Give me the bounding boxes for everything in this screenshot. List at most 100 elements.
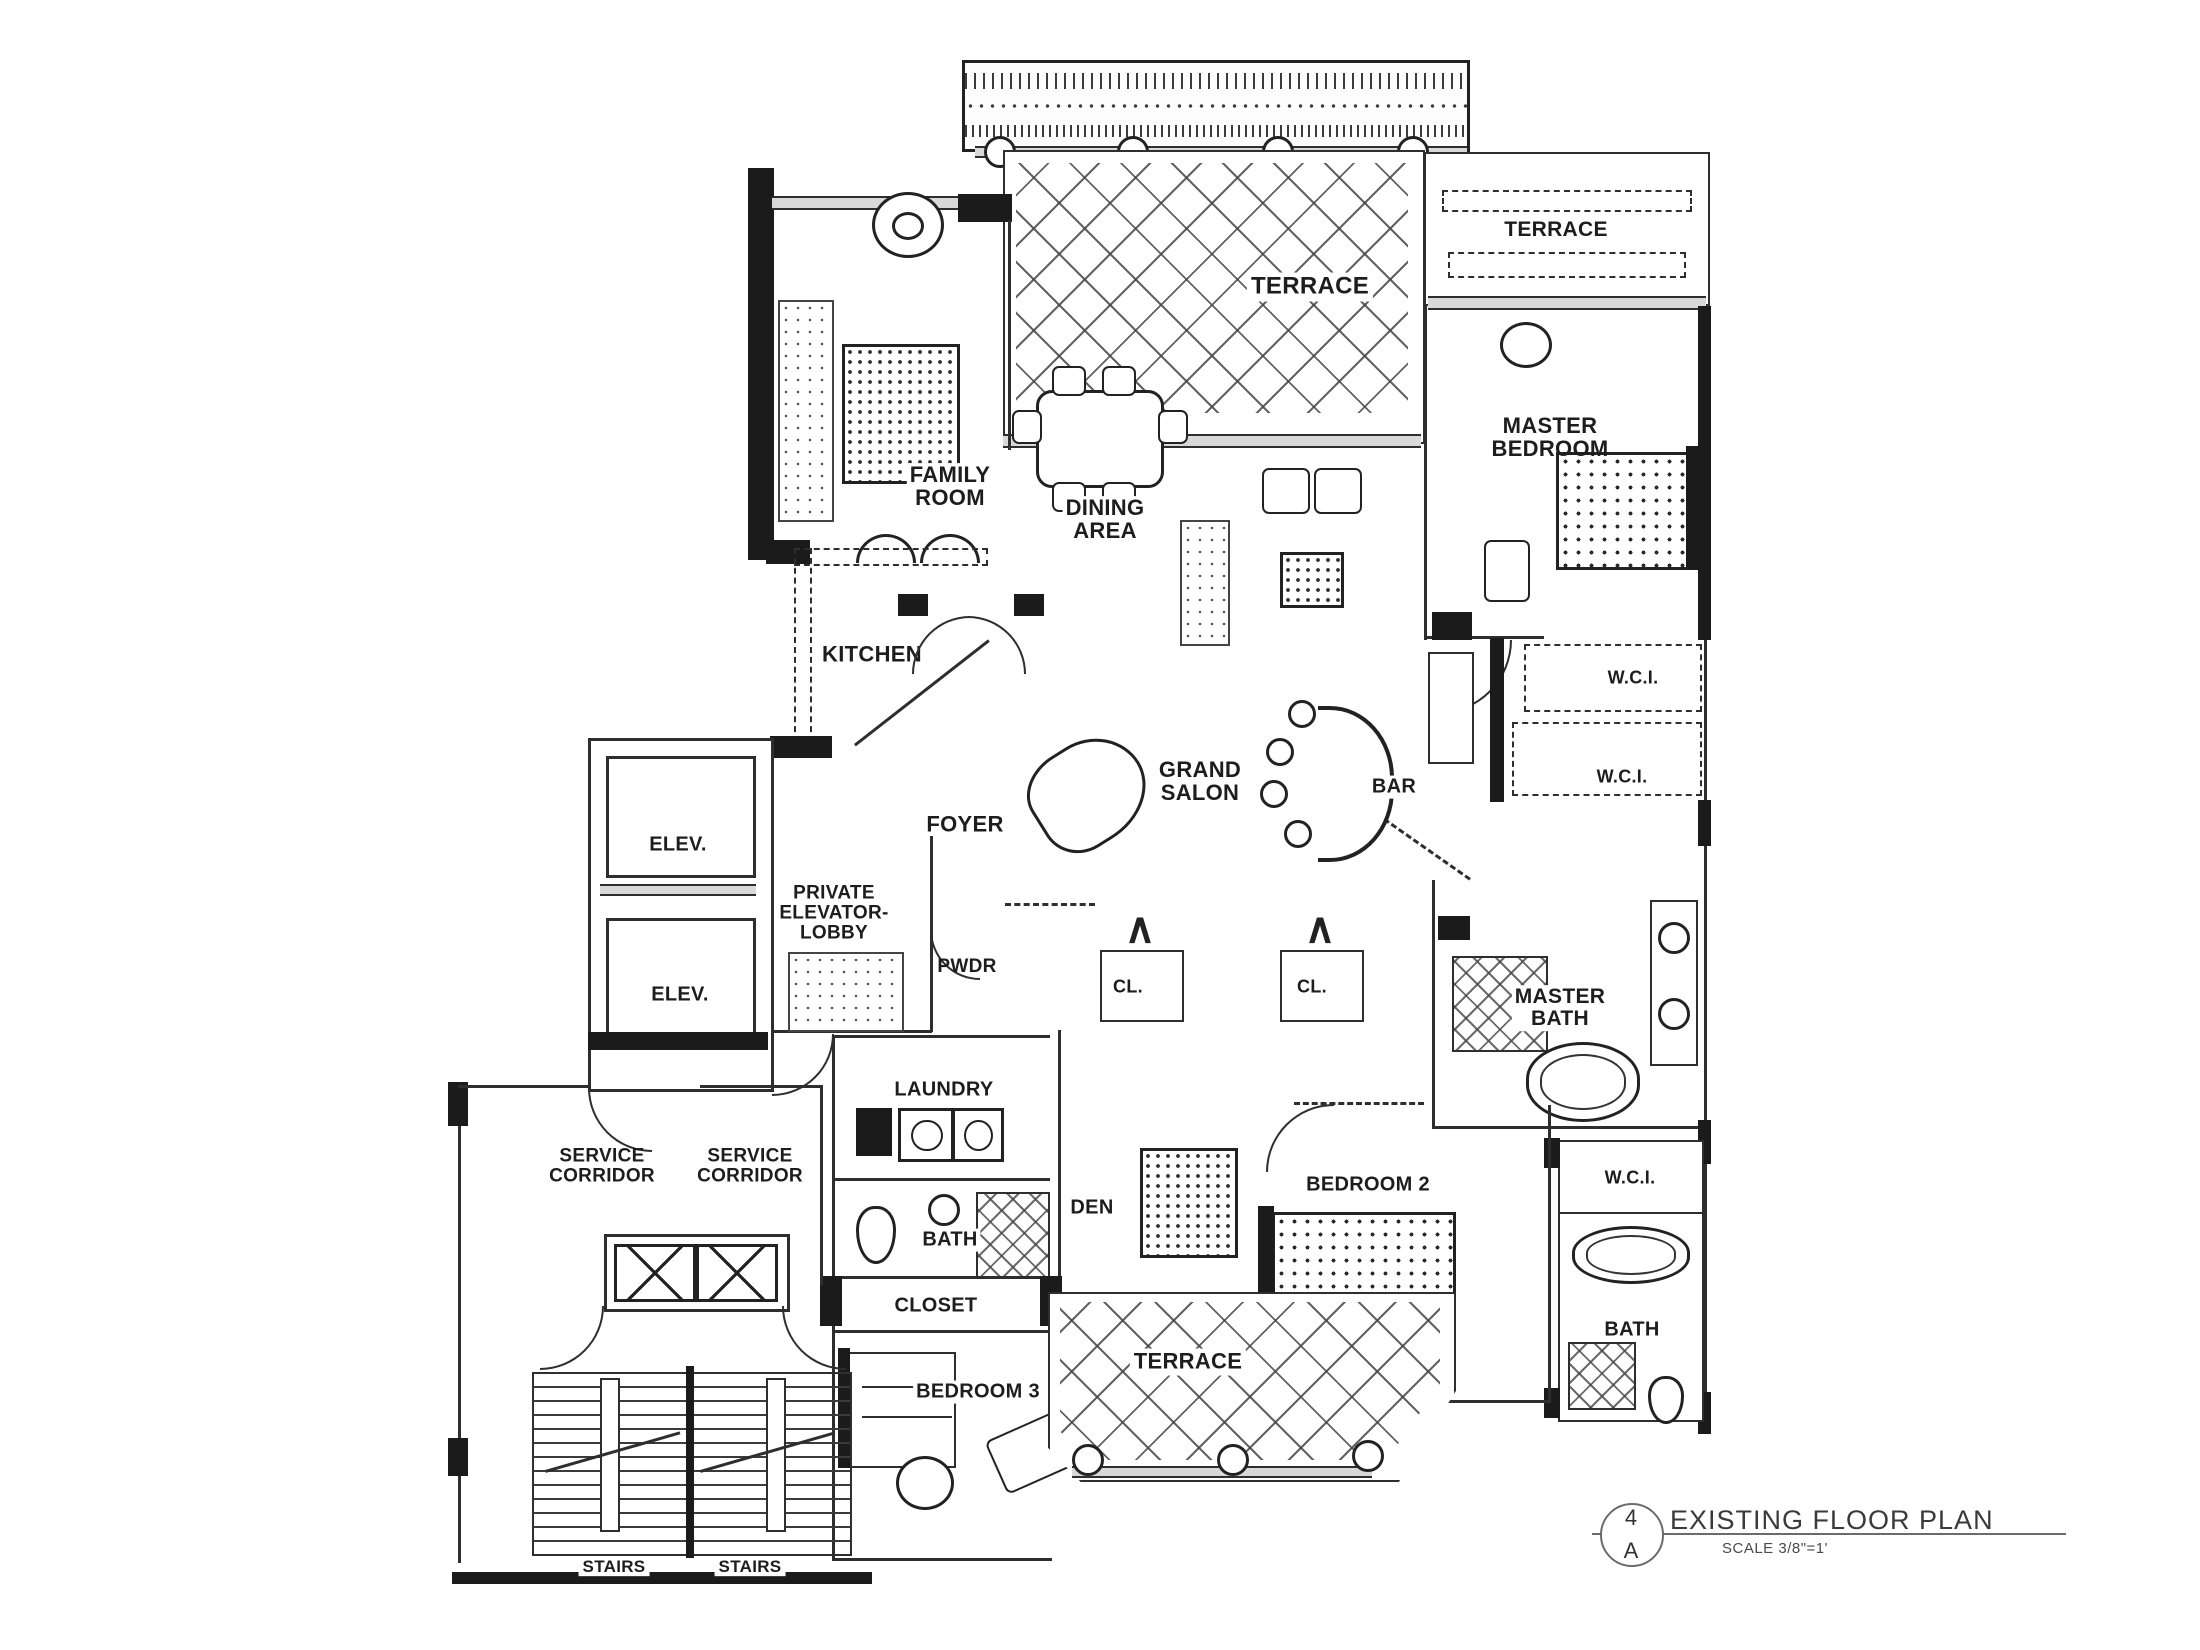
den-west-wall	[1058, 1030, 1061, 1302]
family-console	[778, 300, 834, 522]
room-label-service-corridor-1: SERVICE CORRIDOR	[549, 1145, 655, 1186]
vanity-sink	[1658, 922, 1690, 954]
column	[1072, 1444, 1104, 1476]
room-label-elevator-1: ELEV.	[646, 833, 710, 857]
closet-door-icon: ∧	[1124, 904, 1156, 952]
wall-block	[958, 194, 1012, 222]
bedroom2-door-swing	[1266, 1104, 1334, 1172]
room-label-den: DEN	[1070, 1196, 1114, 1219]
drawing-scale: SCALE 3/8"=1'	[1722, 1540, 1828, 1557]
master-bed-headboard	[1686, 446, 1700, 570]
masterbath-south-wall	[1432, 1126, 1708, 1129]
vanity-sink	[1658, 998, 1690, 1030]
chute-box	[696, 1244, 778, 1302]
room-label-family-room: FAMILY ROOM	[906, 463, 994, 511]
laundry-cabinet	[856, 1108, 892, 1156]
closet-south-wall	[832, 1330, 1050, 1333]
dining-chair	[1012, 410, 1042, 444]
room-label-bath-right: BATH	[1601, 1318, 1663, 1342]
masterbath-vanity	[1650, 900, 1698, 1066]
room-label-private-elevator-lobby: PRIVATE ELEVATOR- LOBBY	[776, 882, 892, 944]
bedroom2-opening	[1294, 1102, 1424, 1105]
service-north-wall	[458, 1085, 588, 1088]
room-label-elevator-2: ELEV.	[648, 983, 712, 1007]
balcony-railing-band	[962, 60, 1470, 152]
room-label-service-corridor-2: SERVICE CORRIDOR	[697, 1145, 803, 1186]
family-east-wall	[1008, 220, 1011, 450]
room-label-laundry: LAUNDRY	[891, 1078, 997, 1102]
room-label-cl-2: CL.	[1297, 976, 1327, 997]
wall-block	[766, 540, 810, 564]
salon-den-opening	[1005, 903, 1095, 906]
room-label-bar: BAR	[1368, 775, 1420, 799]
terrace-master-planter	[1442, 190, 1692, 212]
room-label-terrace-master: TERRACE	[1501, 218, 1611, 242]
service-east-wall	[820, 1085, 823, 1285]
bedroom3-bed	[848, 1352, 956, 1468]
bath-right-shower	[1568, 1342, 1636, 1410]
service-north-wall	[700, 1085, 822, 1088]
master-east-wall	[1698, 306, 1711, 640]
drawing-title: EXISTING FLOOR PLAN	[1670, 1505, 1994, 1535]
dining-chair	[1102, 366, 1136, 396]
service-door-swing	[588, 1088, 652, 1152]
bath-toilet	[856, 1206, 896, 1264]
wci-2-room	[1512, 722, 1702, 796]
bath-sink	[928, 1194, 960, 1226]
laundry-dryer	[952, 1108, 1004, 1162]
den-closet-2	[1280, 950, 1364, 1022]
foyer-jamb	[898, 594, 928, 616]
wall-block	[448, 1082, 468, 1126]
elevator-cab-2	[606, 918, 756, 1036]
den-closet-1	[1100, 950, 1184, 1022]
bedroom3-south-wall	[832, 1558, 1052, 1561]
closet-north-wall	[832, 1276, 1050, 1279]
room-label-terrace-main: TERRACE	[1246, 272, 1374, 302]
elevator-cab-1	[606, 756, 756, 878]
stairs-south-wall	[452, 1572, 872, 1584]
salon-rug	[1280, 552, 1344, 608]
bar-stool	[1288, 700, 1316, 728]
bar-backshelf	[1428, 652, 1474, 764]
master-south-wall	[1424, 636, 1544, 639]
bath-right-tub	[1572, 1226, 1690, 1284]
room-label-master-bedroom: MASTER BEDROOM	[1491, 413, 1609, 461]
column	[1352, 1440, 1384, 1472]
family-west-wall	[748, 168, 774, 560]
room-label-stairs-2: STAIRS	[714, 1558, 786, 1576]
lobby-east-wall	[930, 836, 933, 1032]
sheet-number-circle	[1600, 1503, 1664, 1567]
terrace-master-rail	[1448, 252, 1686, 278]
stair-door-swing	[782, 1306, 846, 1370]
wall-block	[1544, 1138, 1560, 1168]
foyer-door-swing	[968, 616, 1026, 674]
den-rug	[1140, 1148, 1238, 1258]
bed-line	[862, 1416, 952, 1418]
sheet-letter: A	[1623, 1538, 1639, 1563]
room-label-wci-3: W.C.I.	[1601, 1167, 1659, 1189]
salon-armchair	[1314, 468, 1362, 514]
room-label-grand-salon: GRAND SALON	[1158, 757, 1242, 805]
column	[1217, 1444, 1249, 1476]
stair-door-swing	[540, 1306, 604, 1370]
room-label-bath-center: BATH	[919, 1228, 981, 1252]
masterbath-fan-box	[1438, 916, 1470, 940]
master-north-wall	[1428, 296, 1706, 310]
dining-chair	[1158, 410, 1188, 444]
room-label-stairs-1: STAIRS	[578, 1558, 650, 1576]
bath-shower	[976, 1192, 1050, 1278]
room-label-bedroom-3: BEDROOM 3	[913, 1380, 1043, 1404]
laundry-north-wall	[832, 1035, 1050, 1038]
lobby-rug	[788, 952, 904, 1032]
elevator-south-wall	[588, 1032, 768, 1050]
elevator-divider	[600, 884, 756, 896]
service-west-wall	[458, 1085, 461, 1563]
east-wall	[1704, 640, 1707, 1430]
room-label-cl-1: CL.	[1113, 976, 1143, 997]
kitchen-counter-top	[794, 548, 988, 566]
master-bench	[1484, 540, 1530, 602]
family-table-center	[892, 212, 924, 240]
bedroom2-east-wall	[1548, 1105, 1551, 1403]
grand-piano	[1011, 718, 1167, 868]
